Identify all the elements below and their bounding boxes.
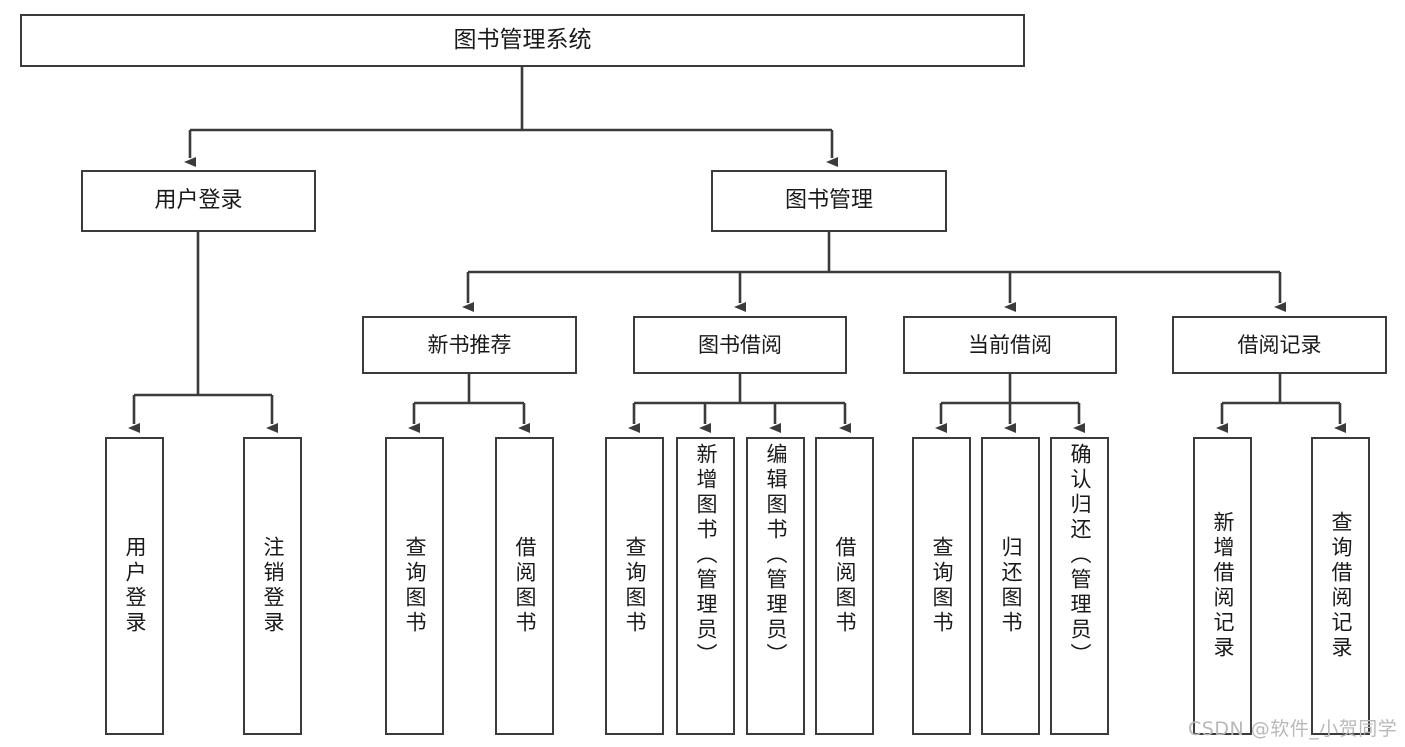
node-label: 查询借阅记录 bbox=[1329, 511, 1353, 661]
node-leaf-user-login[interactable]: 用户登录 bbox=[105, 437, 164, 735]
node-leaf-logout-login[interactable]: 注销登录 bbox=[243, 437, 302, 735]
node-label: 借阅图书 bbox=[833, 536, 857, 636]
node-leaf-query-record[interactable]: 查询借阅记录 bbox=[1311, 437, 1370, 735]
node-leaf-query-book-1[interactable]: 查询图书 bbox=[385, 437, 444, 735]
node-label: 借阅记录 bbox=[1237, 332, 1322, 357]
node-root-book-management-system[interactable]: 图书管理系统 bbox=[20, 14, 1025, 67]
node-label: 新书推荐 bbox=[427, 332, 512, 357]
node-new-book-recommend[interactable]: 新书推荐 bbox=[362, 316, 577, 374]
node-label: 新增借阅记录 bbox=[1211, 511, 1235, 661]
node-leaf-edit-book[interactable]: 编辑图书（管理员） bbox=[746, 437, 805, 735]
node-book-management[interactable]: 图书管理 bbox=[711, 170, 947, 232]
node-leaf-query-book-2[interactable]: 查询图书 bbox=[605, 437, 664, 735]
node-label: 归还图书 bbox=[999, 536, 1023, 636]
node-book-borrow[interactable]: 图书借阅 bbox=[633, 316, 847, 374]
node-borrow-record[interactable]: 借阅记录 bbox=[1172, 316, 1387, 374]
node-leaf-query-book-3[interactable]: 查询图书 bbox=[912, 437, 971, 735]
node-label: 用户登录 bbox=[123, 536, 147, 636]
node-label: 当前借阅 bbox=[968, 332, 1052, 357]
node-label: 图书管理系统 bbox=[453, 26, 592, 53]
watermark-text: CSDN @软件_小贺同学 bbox=[1188, 718, 1398, 740]
node-label: 新增图书（管理员） bbox=[694, 443, 718, 668]
node-label: 注销登录 bbox=[261, 536, 285, 636]
node-label: 图书借阅 bbox=[698, 332, 782, 357]
node-label: 用户登录 bbox=[154, 188, 243, 214]
node-label: 借阅图书 bbox=[513, 536, 537, 636]
node-leaf-borrow-book-2[interactable]: 借阅图书 bbox=[815, 437, 874, 735]
node-leaf-borrow-book-1[interactable]: 借阅图书 bbox=[495, 437, 554, 735]
node-leaf-return-book[interactable]: 归还图书 bbox=[981, 437, 1040, 735]
node-label: 图书管理 bbox=[784, 188, 873, 214]
node-label: 查询图书 bbox=[930, 536, 954, 636]
node-label: 查询图书 bbox=[403, 536, 427, 636]
node-label: 查询图书 bbox=[623, 536, 647, 636]
node-label: 编辑图书（管理员） bbox=[764, 443, 788, 668]
node-current-borrow[interactable]: 当前借阅 bbox=[903, 316, 1117, 374]
node-label: 确认归还（管理员） bbox=[1068, 443, 1092, 668]
node-leaf-confirm-return[interactable]: 确认归还（管理员） bbox=[1050, 437, 1109, 735]
node-user-login[interactable]: 用户登录 bbox=[81, 170, 316, 232]
node-leaf-add-book[interactable]: 新增图书（管理员） bbox=[676, 437, 735, 735]
node-leaf-add-record[interactable]: 新增借阅记录 bbox=[1193, 437, 1252, 735]
